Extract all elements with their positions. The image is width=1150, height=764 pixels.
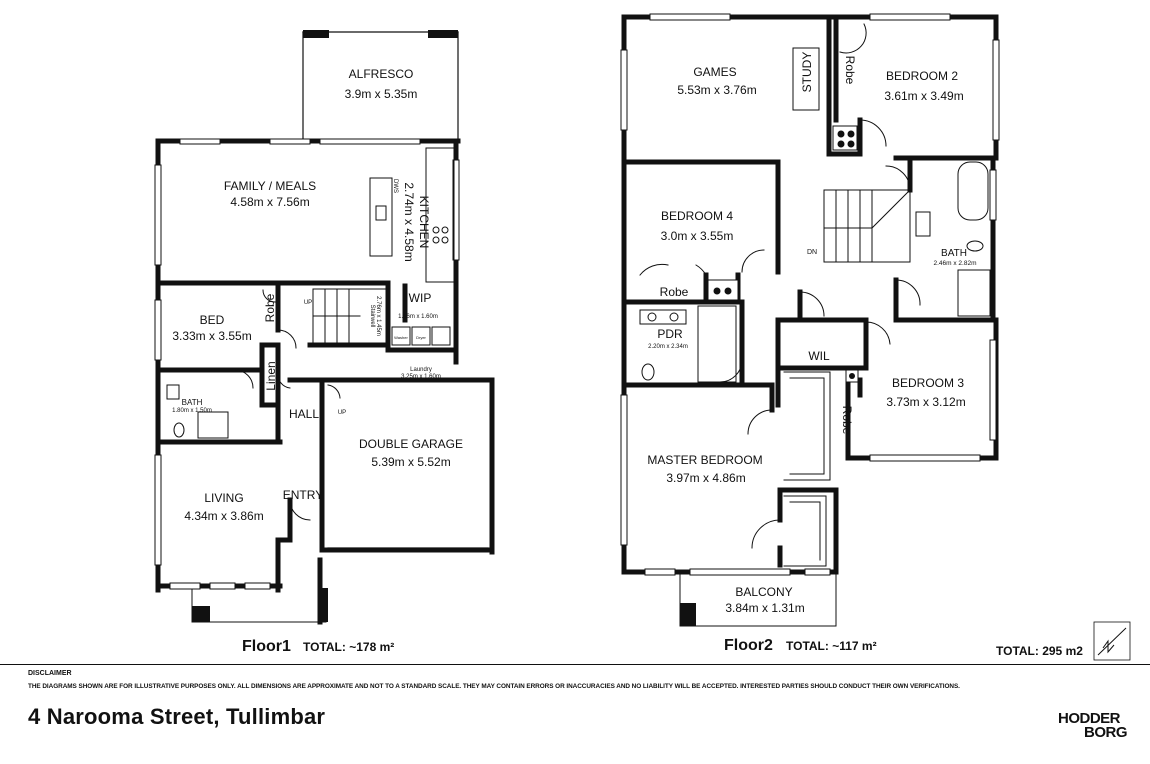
pdr-name: PDR [657, 327, 683, 341]
toilet-icon [173, 422, 185, 438]
balcony-name: BALCONY [735, 585, 792, 599]
master-wardrobe [783, 371, 831, 567]
bedroom3-robe-label: Robe [840, 406, 854, 435]
shower-icon [197, 411, 229, 439]
bedroom4-dim: 3.0m x 3.55m [661, 229, 734, 243]
laundry-dim: 3.25m x 1.60m [401, 374, 441, 380]
bed-dim: 3.33m x 3.55m [172, 329, 251, 343]
kitchen-bench [369, 147, 455, 283]
alfresco-dim: 3.9m x 5.35m [345, 87, 418, 101]
brand-logo: HODDER BORG [1058, 710, 1138, 741]
floor2-title: Floor2 [724, 637, 773, 654]
floor2-total: TOTAL: ~117 m² [786, 639, 877, 653]
floor2-labels: GAMES 5.53m x 3.76m STUDY Robe BEDROOM 2… [647, 52, 976, 654]
floor1-labels: ALFRESCO 3.9m x 5.35m FAMILY / MEALS 4.5… [172, 67, 463, 655]
bedroom2-name: BEDROOM 2 [886, 69, 958, 83]
bedroom3-dim: 3.73m x 3.12m [886, 395, 965, 409]
floor1-bath-fittings [166, 384, 229, 439]
family-dim: 4.58m x 7.56m [230, 195, 309, 209]
stove-icon [432, 226, 449, 244]
brand-line1: HODDER [1058, 710, 1121, 727]
floor2-bath-dim: 2.46m x 2.82m [934, 260, 977, 267]
living-name: LIVING [204, 491, 243, 505]
floor2-bath-name: BATH [941, 248, 967, 259]
master-dim: 3.97m x 4.86m [666, 471, 745, 485]
total-area: TOTAL: 295 m2 [996, 644, 1083, 658]
wip-dim: 1.56m x 1.60m [398, 314, 438, 320]
games-name: GAMES [693, 65, 736, 79]
bed-name: BED [200, 313, 225, 327]
compass-icon [1093, 621, 1131, 661]
washer-label: Washer [394, 335, 408, 340]
floor1-up-label: UP [304, 300, 312, 306]
kitchen-dim: 2.74m x 4.58m [402, 182, 416, 261]
games-dim: 5.53m x 3.76m [677, 83, 756, 97]
hall-label: HALL [289, 407, 319, 421]
wil-label: WIL [808, 349, 830, 363]
disclaimer-text: THE DIAGRAMS SHOWN ARE FOR ILLUSTRATIVE … [28, 683, 960, 690]
floor2-doors [639, 23, 921, 549]
floor1-windows [154, 138, 460, 590]
floor1-total: TOTAL: ~178 m² [303, 640, 394, 654]
linen-label: Linen [264, 361, 278, 390]
floor1-bath-name: BATH [182, 398, 203, 407]
balcony-dim: 3.84m x 1.31m [725, 601, 804, 615]
disclaimer-heading: DISCLAIMER [28, 670, 72, 677]
entry-label: ENTRY [283, 488, 323, 502]
floor2-stairs [823, 189, 911, 263]
entry-porch [191, 588, 328, 623]
bedroom4-name: BEDROOM 4 [661, 209, 733, 223]
divider-line [0, 664, 1150, 665]
pdr-dim: 2.20m x 2.34m [648, 344, 688, 350]
family-name: FAMILY / MEALS [224, 179, 316, 193]
toilet-icon [641, 363, 655, 381]
floor2-closets [707, 125, 859, 383]
toilet-icon [966, 240, 984, 252]
bedroom4-robe-label: Robe [660, 285, 689, 299]
shower-icon [697, 305, 737, 383]
bedroom2-dim: 3.61m x 3.49m [884, 89, 963, 103]
kitchen-name: KITCHEN [417, 196, 431, 249]
floor2-bath-fittings [639, 161, 991, 383]
study-nook [792, 47, 820, 111]
bedroom2-robe-label: Robe [843, 56, 857, 85]
laundry-name: Laundry [410, 367, 432, 373]
garage-name: DOUBLE GARAGE [359, 437, 463, 451]
balcony-area [679, 574, 837, 627]
floor2-plan [620, 13, 1000, 627]
living-dim: 4.34m x 3.86m [184, 509, 263, 523]
floor1-plan [154, 30, 495, 625]
stairwell-name: Stairwell [369, 305, 375, 328]
floor1-bath-dim: 1.80m x 1.50m [172, 408, 212, 414]
wip-name: WIP [409, 291, 432, 305]
floor2-windows [620, 13, 1000, 576]
floor1-title: Floor1 [242, 638, 291, 655]
alfresco-area [302, 30, 459, 143]
sink-icon [375, 205, 387, 221]
laundry-appliances [391, 326, 451, 346]
dryer-label: Dryer [416, 335, 426, 340]
alfresco-name: ALFRESCO [349, 67, 414, 81]
floor1-doors [234, 289, 341, 521]
shower-icon [957, 269, 991, 317]
floor1-robe-label: Robe [263, 293, 277, 322]
brand-line2: BORG [1084, 724, 1128, 741]
floor1-up2-label: UP [338, 410, 346, 416]
bathtub-icon [957, 161, 989, 221]
study-label: STUDY [800, 52, 814, 93]
master-name: MASTER BEDROOM [647, 453, 762, 467]
stairwell-dim: 2.76m x 1.45m [375, 296, 381, 336]
bedroom3-name: BEDROOM 3 [892, 376, 964, 390]
floor2-dn-label: DN [807, 249, 817, 256]
sink-icon [915, 211, 931, 237]
property-address: 4 Narooma Street, Tullimbar [28, 704, 326, 729]
dws-label: DWS [392, 179, 398, 193]
garage-dim: 5.39m x 5.52m [371, 455, 450, 469]
floor1-walls [155, 138, 495, 625]
floor1-stairs [312, 288, 387, 344]
